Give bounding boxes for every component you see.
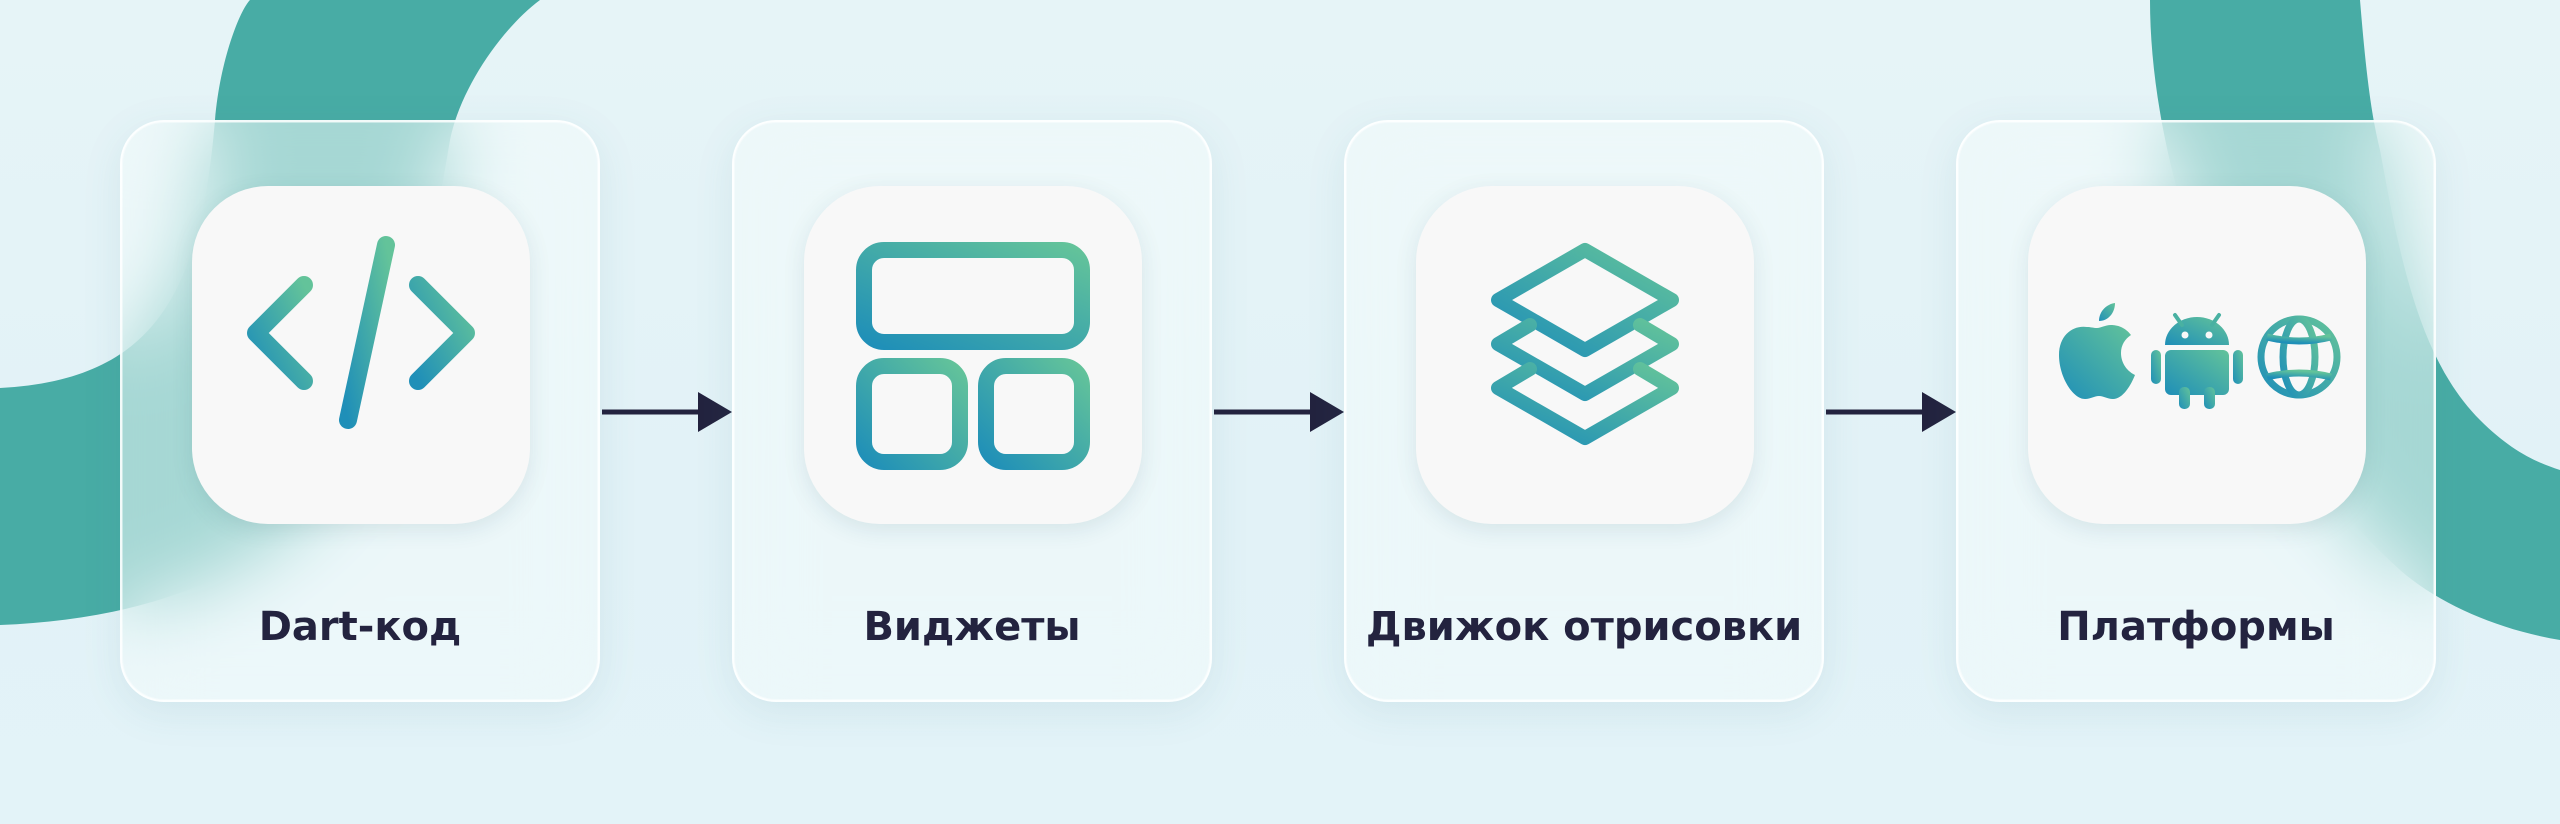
android-icon (2151, 313, 2243, 409)
icon-tile (192, 186, 530, 524)
layers-stack-icon (1491, 243, 1679, 445)
arrow-right-3 (1826, 392, 1956, 432)
step-card-dart-code: Dart-код (120, 120, 600, 702)
step-label: Dart-код (258, 604, 462, 650)
widget-grid-icon (856, 242, 1090, 470)
arrow-right-1 (602, 392, 732, 432)
icon-tile (2028, 186, 2366, 524)
step-label: Движок отрисовки (1365, 604, 1803, 650)
globe-icon (2257, 315, 2341, 399)
apple-icon (2059, 303, 2135, 399)
code-brackets-icon (247, 236, 475, 429)
step-card-widgets: Виджеты (732, 120, 1212, 702)
step-card-platforms: Платформы (1956, 120, 2436, 702)
step-label: Виджеты (863, 604, 1081, 650)
step-label: Платформы (2057, 604, 2335, 650)
platform-icons-group (2059, 303, 2341, 409)
step-card-render-engine: Движок отрисовки (1344, 120, 1824, 702)
icon-tile (804, 186, 1142, 524)
icon-tile (1416, 186, 1754, 524)
arrow-right-2 (1214, 392, 1344, 432)
